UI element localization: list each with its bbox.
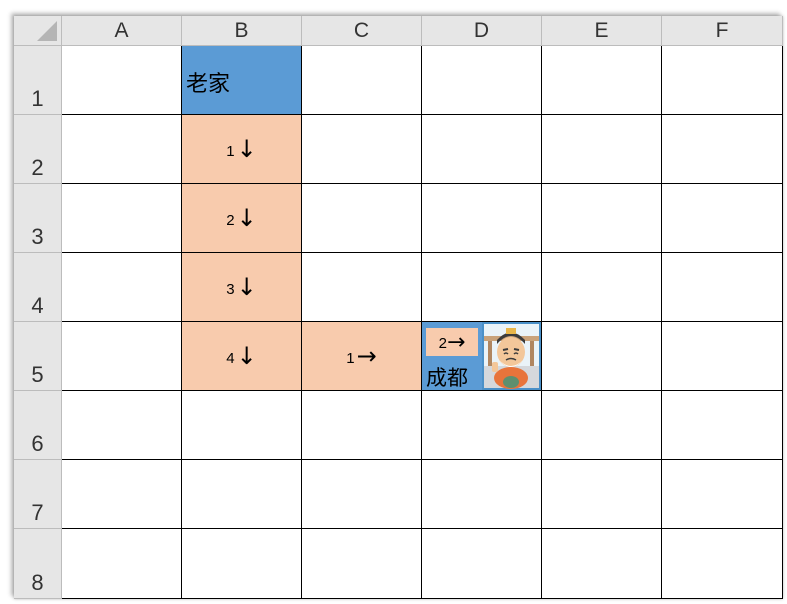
cell-e2[interactable] bbox=[542, 115, 662, 184]
cell-f3[interactable] bbox=[662, 184, 783, 253]
cell-b7[interactable] bbox=[182, 460, 302, 529]
cell-a2[interactable] bbox=[62, 115, 182, 184]
cell-f2[interactable] bbox=[662, 115, 783, 184]
step-number: 3 bbox=[226, 280, 235, 298]
cell-f8[interactable] bbox=[662, 529, 783, 599]
cell-b4[interactable]: 3↓ bbox=[182, 253, 302, 322]
arrow-right-icon: → bbox=[356, 342, 377, 370]
cell-a5[interactable] bbox=[62, 322, 182, 391]
arrow-down-icon: ↓ bbox=[236, 204, 257, 232]
row-header-1[interactable]: 1 bbox=[14, 46, 62, 115]
cell-b3[interactable]: 2↓ bbox=[182, 184, 302, 253]
row-header-6[interactable]: 6 bbox=[14, 391, 62, 460]
arrow-down-icon: ↓ bbox=[236, 135, 257, 163]
column-header-c[interactable]: C bbox=[302, 16, 422, 46]
step-number: 4 bbox=[226, 349, 235, 367]
cell-e6[interactable] bbox=[542, 391, 662, 460]
arrow-down-icon: ↓ bbox=[236, 273, 257, 301]
cell-b6[interactable] bbox=[182, 391, 302, 460]
select-all-icon bbox=[37, 21, 57, 41]
column-header-e[interactable]: E bbox=[542, 16, 662, 46]
select-all-corner[interactable] bbox=[14, 16, 62, 46]
column-header-b[interactable]: B bbox=[182, 16, 302, 46]
cell-a6[interactable] bbox=[62, 391, 182, 460]
cell-c4[interactable] bbox=[302, 253, 422, 322]
column-header-f[interactable]: F bbox=[662, 16, 783, 46]
cell-f5[interactable] bbox=[662, 322, 783, 391]
cell-f1[interactable] bbox=[662, 46, 783, 115]
cell-a1[interactable] bbox=[62, 46, 182, 115]
cell-e8[interactable] bbox=[542, 529, 662, 599]
cell-b5[interactable]: 4↓ bbox=[182, 322, 302, 391]
cell-f6[interactable] bbox=[662, 391, 783, 460]
cell-c8[interactable] bbox=[302, 529, 422, 599]
cell-a7[interactable] bbox=[62, 460, 182, 529]
column-header-a[interactable]: A bbox=[62, 16, 182, 46]
cell-a3[interactable] bbox=[62, 184, 182, 253]
cell-e4[interactable] bbox=[542, 253, 662, 322]
cell-c7[interactable] bbox=[302, 460, 422, 529]
destination-block: 2→ 成都 bbox=[422, 322, 482, 390]
cell-d7[interactable] bbox=[422, 460, 542, 529]
row-header-3[interactable]: 3 bbox=[14, 184, 62, 253]
step-number: 1 bbox=[346, 349, 355, 367]
cell-e7[interactable] bbox=[542, 460, 662, 529]
cell-e1[interactable] bbox=[542, 46, 662, 115]
cell-a4[interactable] bbox=[62, 253, 182, 322]
cell-b1[interactable]: 老家 bbox=[182, 46, 302, 115]
cell-d3[interactable] bbox=[422, 184, 542, 253]
cell-c3[interactable] bbox=[302, 184, 422, 253]
row-header-8[interactable]: 8 bbox=[14, 529, 62, 599]
cell-b2[interactable]: 1↓ bbox=[182, 115, 302, 184]
cell-d1[interactable] bbox=[422, 46, 542, 115]
cell-f4[interactable] bbox=[662, 253, 783, 322]
cell-d2[interactable] bbox=[422, 115, 542, 184]
destination-city-label: 成都 bbox=[426, 366, 468, 390]
cell-c1[interactable] bbox=[302, 46, 422, 115]
column-header-d[interactable]: D bbox=[422, 16, 542, 46]
cell-c2[interactable] bbox=[302, 115, 422, 184]
cell-c6[interactable] bbox=[302, 391, 422, 460]
cell-b8[interactable] bbox=[182, 529, 302, 599]
spreadsheet-grid: A B C D E F 1 老家 2 1↓ 3 2↓ 4 3↓ bbox=[14, 16, 783, 599]
step-box: 2→ bbox=[426, 328, 478, 356]
cell-e5[interactable] bbox=[542, 322, 662, 391]
cartoon-man-avatar-icon[interactable] bbox=[482, 322, 541, 390]
step-number: 2 bbox=[438, 335, 447, 352]
row-header-4[interactable]: 4 bbox=[14, 253, 62, 322]
cell-f7[interactable] bbox=[662, 460, 783, 529]
cell-d5[interactable]: 2→ 成都 bbox=[422, 322, 542, 391]
step-number: 2 bbox=[226, 211, 235, 229]
row-header-7[interactable]: 7 bbox=[14, 460, 62, 529]
spreadsheet: A B C D E F 1 老家 2 1↓ 3 2↓ 4 3↓ bbox=[14, 16, 783, 599]
row-header-2[interactable]: 2 bbox=[14, 115, 62, 184]
cell-c5[interactable]: 1→ bbox=[302, 322, 422, 391]
hometown-label: 老家 bbox=[186, 72, 231, 97]
cell-d4[interactable] bbox=[422, 253, 542, 322]
step-number: 1 bbox=[226, 142, 235, 160]
cell-a8[interactable] bbox=[62, 529, 182, 599]
row-header-5[interactable]: 5 bbox=[14, 322, 62, 391]
cell-e3[interactable] bbox=[542, 184, 662, 253]
arrow-down-icon: ↓ bbox=[236, 342, 257, 370]
arrow-right-icon: → bbox=[446, 329, 466, 355]
cell-d6[interactable] bbox=[422, 391, 542, 460]
cell-d8[interactable] bbox=[422, 529, 542, 599]
